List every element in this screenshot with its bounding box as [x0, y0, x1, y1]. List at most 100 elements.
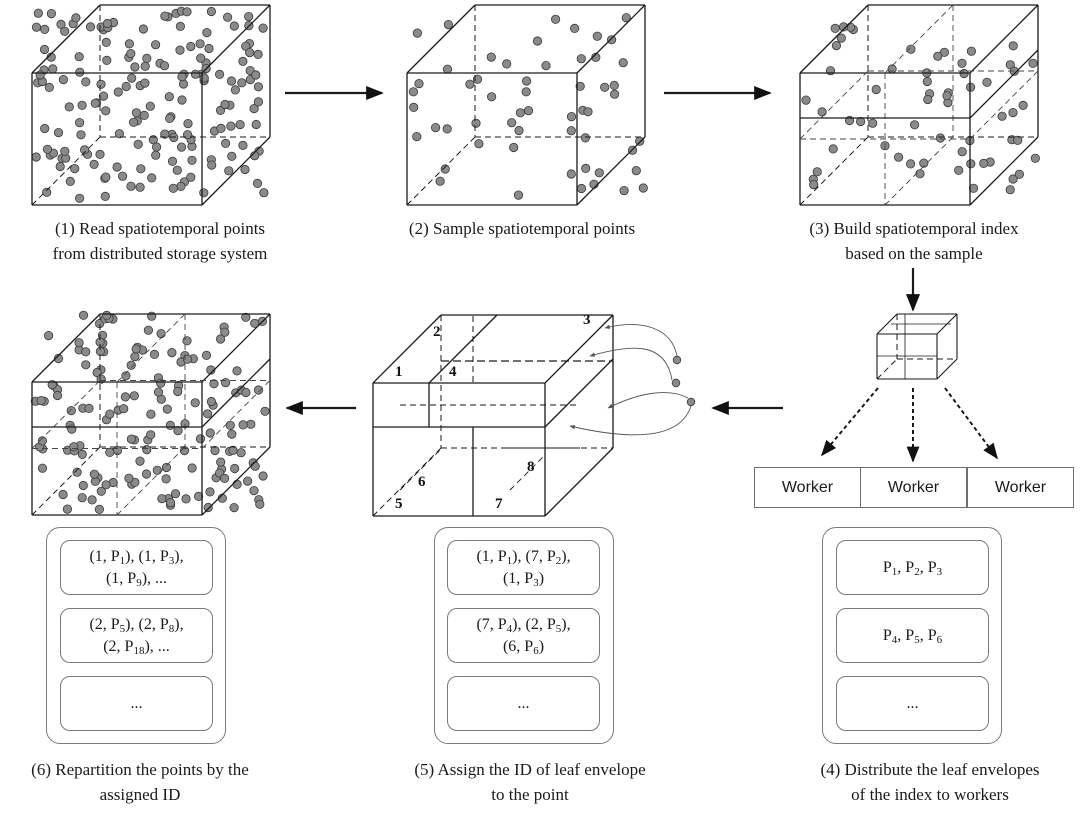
point-dot	[177, 95, 187, 105]
point-dot	[173, 386, 183, 397]
point-dot	[186, 41, 196, 52]
sample-point-dot	[957, 58, 967, 68]
point-dot	[164, 92, 174, 102]
point-dot	[149, 349, 160, 359]
sample-point-dot	[942, 91, 952, 101]
point-dot	[223, 12, 233, 22]
point-dot	[44, 82, 54, 93]
point-dot	[126, 360, 136, 370]
point-dot	[143, 325, 153, 335]
point-dot	[136, 164, 146, 174]
point-dot	[89, 159, 99, 169]
point-dot	[78, 310, 89, 320]
sample-point-dot	[871, 84, 881, 95]
sample-point-dot	[465, 79, 475, 89]
point-dot	[129, 117, 139, 127]
point-dot	[250, 461, 260, 471]
caption-line: (2) Sample spatiotemporal points	[408, 219, 636, 238]
sample-point-dot	[443, 20, 453, 30]
sample-point-dot	[514, 125, 524, 136]
point-dot	[65, 176, 75, 186]
point-dot	[135, 182, 145, 192]
point-dot	[250, 318, 260, 328]
point-dot	[157, 494, 167, 504]
point-dot	[249, 104, 259, 114]
index-grid-line	[799, 70, 869, 140]
sample-point-dot	[606, 35, 617, 45]
point-dot	[121, 81, 131, 92]
point-dot	[119, 404, 129, 414]
point-dot	[70, 164, 80, 174]
point-dot	[74, 338, 84, 348]
point-dot	[53, 128, 64, 138]
sample-point-dot	[581, 163, 591, 173]
envelope-label-2: 2	[433, 324, 441, 340]
point-dot	[126, 181, 136, 191]
sample-point-dot	[922, 76, 932, 87]
point-dot	[175, 45, 185, 55]
incoming-point-dot	[686, 397, 696, 407]
caption-line: from distributed storage system	[52, 244, 268, 263]
sample-point-dot	[893, 152, 904, 162]
point-dot	[80, 145, 90, 155]
sample-point-dot	[935, 133, 946, 143]
point-dot	[66, 405, 76, 416]
sample-point-dot	[430, 123, 441, 133]
point-dot	[173, 425, 183, 436]
point-dot	[187, 155, 197, 165]
point-dot	[230, 463, 240, 474]
envelope-label-6: 6	[418, 474, 426, 490]
sample-point-dot	[412, 132, 422, 142]
point-dot	[183, 119, 193, 129]
point-dot	[96, 79, 106, 89]
sample-point-dot	[1008, 174, 1018, 184]
point-dot	[76, 130, 86, 140]
worker-box-3: Worker	[967, 467, 1074, 508]
sample-point-dot	[933, 51, 943, 61]
point-dot	[90, 98, 100, 108]
sample-point-dot	[408, 87, 418, 97]
point-dot	[130, 62, 140, 72]
point-dot	[58, 489, 68, 500]
point-dot	[159, 61, 170, 71]
envelope-label-5: 5	[395, 496, 403, 512]
cube-2-edge	[406, 136, 476, 206]
index-grid-line	[884, 136, 954, 206]
point-dot	[121, 371, 131, 381]
cube-5-edge	[372, 314, 442, 384]
record-text: P1, P2, P3	[882, 558, 943, 578]
sample-point-dot	[566, 112, 577, 122]
sample-point-dot	[566, 169, 576, 179]
point-dot	[245, 47, 255, 58]
point-dot	[216, 457, 226, 467]
partition-split-line	[201, 358, 271, 428]
point-dot	[92, 367, 102, 378]
caption-step-5: (5) Assign the ID of leaf envelope to th…	[380, 757, 680, 807]
sample-point-dot	[957, 147, 967, 157]
point-dot	[253, 49, 263, 60]
point-dot	[77, 493, 87, 503]
sample-point-dot	[435, 176, 445, 186]
sample-point-dot	[521, 76, 532, 86]
point-dot	[253, 385, 264, 395]
caption-step-1: (1) Read spatiotemporal points from dist…	[10, 216, 310, 266]
point-dot	[194, 491, 204, 501]
cube-3-edge	[969, 4, 1039, 74]
point-dot	[167, 347, 177, 358]
point-dot	[224, 166, 234, 176]
sample-point-dot	[576, 54, 586, 64]
caption-step-3: (3) Build spatiotemporal index based on …	[764, 216, 1064, 266]
point-dot	[168, 183, 178, 193]
sample-point-dot	[575, 81, 585, 91]
point-dot	[244, 12, 254, 22]
point-dot	[113, 87, 123, 97]
point-dot	[52, 390, 63, 401]
sample-point-dot	[569, 23, 580, 34]
sample-point-dot	[954, 165, 964, 175]
point-dot	[60, 146, 70, 156]
point-dot	[195, 434, 206, 444]
record-text: (2, P5), (2, P8),	[89, 615, 184, 635]
sample-point-dot	[836, 33, 846, 43]
